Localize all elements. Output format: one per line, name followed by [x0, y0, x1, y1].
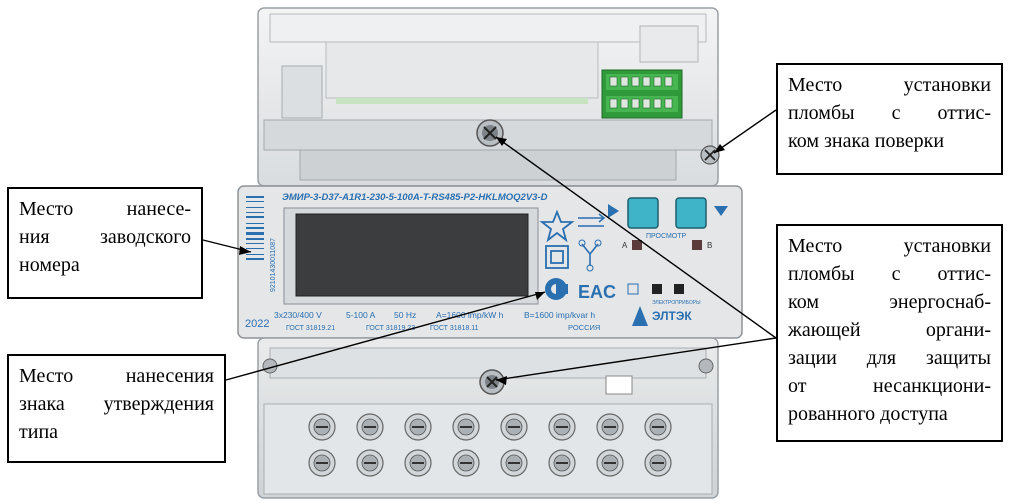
svg-text:ЭЛТЭК: ЭЛТЭК [652, 309, 692, 323]
green-terminal-pin [653, 98, 662, 109]
barcode-bar [246, 258, 264, 260]
barcode-bar [246, 196, 264, 198]
leader-supplier-seal-top [495, 136, 777, 339]
country: РОССИЯ [568, 323, 600, 332]
callout-line: знака утверждения [19, 393, 214, 415]
led-b [692, 240, 702, 250]
callout-line: Место установки [788, 74, 991, 96]
callout-supplier-seal-location: Место установки пломбы с оттис-ком энерго… [776, 224, 1003, 442]
green-terminal-pin [653, 76, 662, 87]
arrowhead-type-mark [535, 292, 545, 300]
callout-type-approval-location: Место нанесения знака утверждения типа [7, 354, 226, 463]
callout-line: Место установки [788, 235, 991, 257]
green-terminal-pin [642, 76, 651, 87]
led-a-label: A [622, 241, 628, 250]
eltek-logo: ЭЛТЭК ЭЛЕКТРОПРИБОРЫ [632, 300, 701, 326]
callout-line: рованного доступа [788, 403, 948, 425]
callout-line: номера [19, 254, 80, 276]
voltage: 3x230/400 V [274, 310, 322, 320]
green-terminal-pin [664, 98, 673, 109]
terminal-screws [308, 413, 672, 477]
callout-line: ком энергоснаб- [788, 291, 991, 313]
callout-line: типа [19, 421, 59, 443]
barcode [246, 196, 264, 260]
led-a [632, 240, 642, 250]
gost-3: ГОСТ 31818.11 [430, 325, 479, 332]
bottom-cover [257, 337, 719, 499]
scroll-button-b[interactable] [675, 197, 707, 229]
green-terminal-pin [609, 98, 618, 109]
arrows-icon [578, 213, 606, 227]
bottom-seal-screw [479, 369, 505, 395]
green-terminal-pin [620, 76, 629, 87]
barcode-bar [246, 248, 264, 249]
led-b-label: B [707, 241, 712, 250]
leader-lines [202, 109, 777, 381]
green-terminal-pin [664, 76, 673, 87]
leader-verification-seal [713, 109, 777, 154]
green-terminal-pin [642, 98, 651, 109]
callout-line: Место нанесе- [19, 198, 191, 220]
barcode-bar [246, 223, 264, 224]
constant-b: B=1600 imp/kvar h [524, 310, 595, 320]
serial-number-vertical: 92101430011087 [270, 238, 277, 292]
optical-port-icon [627, 283, 639, 295]
optical-port-led-1 [652, 284, 662, 294]
barcode-bar [246, 216, 264, 218]
model-designation: ЭМИР-3-D37-A1R1-230-5-100A-T-RS485-P2-HK… [282, 192, 548, 203]
callout-verification-seal-location: Место установки пломбы с оттис-ком знака … [776, 63, 1003, 175]
type-approval-mark-icon [545, 278, 568, 300]
year: 2022 [245, 318, 269, 330]
meter-front-panel: EAC ПРОСМОТР A B ЭЛТЭК ЭЛЕКТРОПРИБОРЫ ЭМ… [237, 185, 743, 339]
barcode-bar [246, 232, 264, 235]
button-caption: ПРОСМОТР [646, 233, 687, 240]
callout-serial-number-location: Место нанесе-ния заводского номера [7, 187, 203, 299]
top-cover [257, 7, 719, 187]
green-terminal-pin [631, 76, 640, 87]
barcode-bar [246, 207, 264, 208]
callout-line: от несанкциони- [788, 375, 991, 397]
leader-arrowheads [239, 137, 725, 385]
frequency: 50 Hz [394, 310, 416, 320]
barcode-bar [246, 243, 264, 244]
green-terminal-pin [631, 98, 640, 109]
left-arrow-icon [608, 204, 619, 218]
scroll-button-a[interactable] [627, 197, 659, 229]
callout-line: пломбы с оттис- [788, 102, 991, 124]
three-phase-icon [578, 239, 602, 272]
svg-text:ЭЛЕКТРОПРИБОРЫ: ЭЛЕКТРОПРИБОРЫ [652, 300, 701, 306]
leader-supplier-seal-bottom [495, 337, 777, 381]
green-terminal-pin [620, 98, 629, 109]
eac-mark: EAC [578, 282, 616, 302]
callout-line: ком знака поверки [788, 130, 945, 152]
callout-line: зации для защиты [788, 347, 991, 369]
barcode-bar [246, 254, 264, 255]
right-seal-screw [700, 145, 720, 165]
barcode-bar [246, 227, 264, 229]
gost-1: ГОСТ 31819.21 [286, 325, 335, 332]
arrowhead-serial [239, 246, 251, 255]
green-terminal-pin [609, 76, 618, 87]
arrowhead-verification [714, 144, 725, 153]
constant-a: A=1600 imp/kW h [436, 310, 504, 320]
gost-2: ГОСТ 31819.23 [366, 325, 415, 332]
arrowhead-supplier-top [496, 137, 507, 146]
callout-line: пломбы с оттис- [788, 263, 991, 285]
double-insulation-icon [545, 245, 569, 269]
optical-port-led-2 [674, 284, 684, 294]
down-arrow-icon [714, 206, 728, 216]
current: 5-100 A [346, 310, 376, 320]
callout-line: ния заводского [19, 226, 191, 248]
barcode-bar [246, 212, 264, 213]
barcode-bar [246, 201, 264, 202]
barcode-bar [246, 238, 264, 240]
callout-line: жающей органи- [788, 319, 991, 341]
star-mark-icon [539, 209, 575, 243]
callout-line: Место нанесения [19, 365, 214, 387]
arrowhead-supplier-bottom [496, 376, 507, 385]
leader-type-mark [225, 291, 546, 381]
top-seal-screw [476, 119, 504, 147]
